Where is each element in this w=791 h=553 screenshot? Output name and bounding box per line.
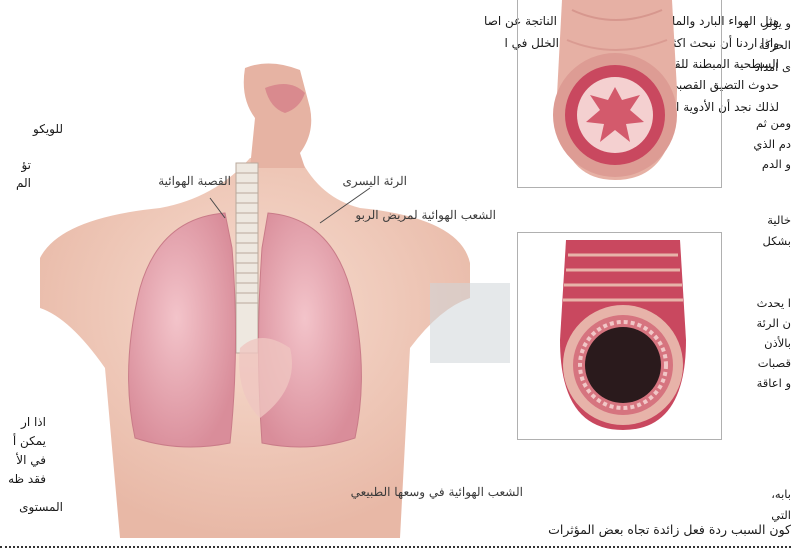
text-line: و يؤثر bbox=[763, 16, 791, 30]
airway-tube-normal-image bbox=[528, 240, 718, 438]
text-line: ومن ثم bbox=[756, 116, 791, 130]
label-normal-bronchi: الشعب الهوائية في وسعها الطبيعي bbox=[351, 485, 523, 499]
text-line: و اعاقة bbox=[757, 376, 791, 390]
text-line: بابه، bbox=[771, 487, 791, 501]
text-line: تؤ bbox=[21, 158, 31, 172]
text-line: ن الرئة bbox=[756, 316, 791, 330]
text-line: و الدم bbox=[762, 157, 791, 171]
label-left-lung: الرئة اليسرى bbox=[342, 174, 407, 188]
text-line: الم bbox=[16, 176, 31, 190]
text-line: بالأذن bbox=[764, 336, 791, 350]
text-line: خالية bbox=[767, 213, 791, 227]
text-line: قصبات bbox=[758, 356, 791, 370]
text-line: دم الذي bbox=[753, 137, 791, 151]
text-line: المستوى bbox=[19, 500, 63, 514]
text-line: فقد ظه bbox=[8, 472, 46, 486]
bottom-text-line: كون السبب ردة فعل زائدة تجاه بعض المؤثرا… bbox=[548, 523, 791, 537]
label-trachea: القصبة الهوائية bbox=[158, 174, 231, 188]
text-line: ا يحدث bbox=[757, 296, 791, 310]
label-asthma-bronchi: الشعب الهوائية لمريض الربو bbox=[355, 208, 496, 222]
text-line: الحركة bbox=[759, 38, 791, 52]
trachea-drawing bbox=[236, 163, 258, 353]
text-line: في الأ bbox=[16, 453, 46, 467]
text-line: يمكن أ bbox=[13, 434, 46, 448]
text-line: بشكل bbox=[762, 234, 791, 248]
shoulder-overlay bbox=[430, 283, 510, 363]
airway-tube-asthma-image bbox=[512, 0, 718, 186]
text-line: اذا ار bbox=[21, 415, 46, 429]
dotted-divider bbox=[0, 546, 791, 548]
anatomy-illustration bbox=[0, 48, 520, 538]
text-line: للويكو bbox=[33, 122, 63, 136]
text-line: التي bbox=[771, 508, 791, 522]
text-line: ى امداد bbox=[755, 60, 791, 74]
head-section bbox=[244, 63, 312, 168]
